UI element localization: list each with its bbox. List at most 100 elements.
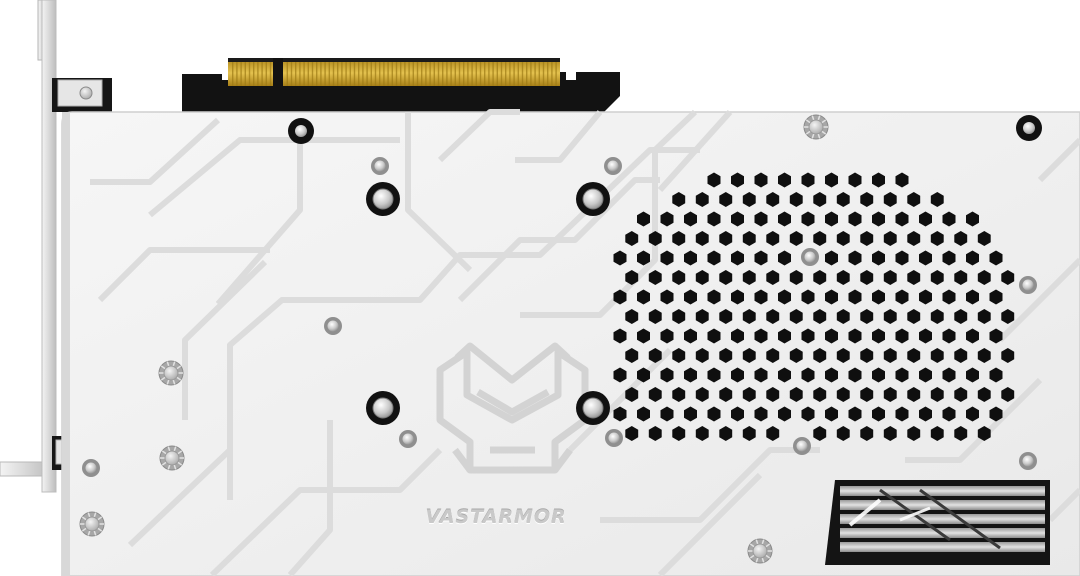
- vent-hole: [672, 348, 686, 363]
- vent-hole: [731, 406, 744, 422]
- gold-pin: [429, 62, 431, 86]
- gold-pin: [479, 62, 482, 86]
- vent-hole: [942, 211, 956, 227]
- vent-hole: [930, 309, 944, 324]
- vent-hole: [966, 211, 979, 227]
- gold-pin: [311, 62, 314, 86]
- vent-hole: [613, 367, 627, 383]
- vent-hole: [707, 211, 721, 227]
- vent-hole: [813, 426, 827, 441]
- vent-hole: [966, 367, 979, 383]
- vent-hole: [754, 250, 768, 266]
- vent-hole: [625, 309, 639, 324]
- gold-pin: [475, 62, 477, 86]
- armor-emblem: [436, 342, 589, 474]
- vent-hole: [813, 387, 827, 402]
- screw-head: [1022, 279, 1034, 291]
- vent-hole: [731, 211, 744, 227]
- vent-hole: [1001, 309, 1015, 324]
- vent-hole: [919, 328, 932, 344]
- vent-hole: [919, 406, 932, 422]
- vent-hole: [907, 348, 921, 363]
- standoff-screw: [158, 360, 184, 386]
- gold-pin: [555, 62, 557, 86]
- gold-pin: [492, 62, 494, 86]
- vent-hole: [695, 192, 709, 207]
- gold-pin: [257, 62, 259, 86]
- vent-hole: [848, 250, 862, 266]
- vent-hole: [860, 348, 874, 363]
- gold-pin: [345, 62, 347, 86]
- gold-pin: [416, 62, 419, 86]
- vent-hole: [860, 192, 874, 207]
- vent-hole: [625, 270, 639, 285]
- vent-hole: [754, 211, 768, 227]
- gold-pin: [349, 62, 351, 86]
- vent-hole: [801, 406, 815, 422]
- backplate-left-edge: [62, 112, 70, 576]
- vent-hole: [684, 406, 697, 422]
- vent-hole: [930, 270, 944, 285]
- gold-pin: [471, 62, 473, 86]
- gold-pin: [358, 62, 360, 86]
- vent-hole: [883, 231, 897, 246]
- gold-pin: [383, 62, 385, 86]
- vent-hole: [648, 309, 662, 324]
- gold-pin: [366, 62, 368, 86]
- gold-pin: [433, 62, 435, 86]
- vent-hole: [672, 387, 686, 402]
- gold-pin: [513, 62, 515, 86]
- vent-hole: [801, 172, 815, 188]
- vent-hole: [989, 289, 1003, 305]
- vent-hole: [684, 211, 697, 227]
- vent-hole: [672, 426, 686, 441]
- vent-hole: [801, 289, 815, 305]
- gold-pin: [484, 62, 486, 86]
- pcie-gold-fingers: [232, 62, 557, 86]
- vent-hole: [778, 406, 791, 422]
- vent-hole: [930, 192, 944, 207]
- vent-hole: [1001, 387, 1015, 402]
- gold-pin: [408, 62, 410, 86]
- gold-pin: [500, 62, 503, 86]
- gold-pin: [379, 62, 381, 86]
- vent-hole: [825, 211, 838, 227]
- vent-hole: [860, 231, 874, 246]
- gold-pin: [488, 62, 490, 86]
- vent-hole: [860, 270, 874, 285]
- vent-hole: [778, 172, 791, 188]
- vent-hole: [789, 348, 803, 363]
- gold-pin: [290, 62, 293, 86]
- vent-hole: [801, 367, 815, 383]
- gold-pin: [328, 62, 330, 86]
- vent-hole: [895, 328, 909, 344]
- vent-hole: [860, 309, 874, 324]
- vent-hole: [942, 406, 956, 422]
- vent-hole: [848, 211, 862, 227]
- vent-hole: [942, 250, 956, 266]
- vent-hole: [660, 328, 674, 344]
- gold-pin: [244, 62, 246, 86]
- vent-hole: [719, 426, 733, 441]
- vent-hole: [883, 426, 897, 441]
- vent-hole: [989, 328, 1003, 344]
- vent-hole: [660, 211, 674, 227]
- vent-hole: [766, 309, 780, 324]
- gold-pin: [542, 62, 545, 86]
- gold-pin: [534, 62, 536, 86]
- vent-hole: [637, 250, 650, 266]
- gold-pin: [458, 62, 461, 86]
- vent-hole: [836, 192, 850, 207]
- vent-hole: [930, 426, 944, 441]
- vent-hole: [825, 328, 838, 344]
- vent-hole: [684, 250, 697, 266]
- vent-hole: [742, 426, 756, 441]
- vent-hole: [778, 250, 791, 266]
- gold-pin: [248, 62, 251, 86]
- vent-hole: [719, 270, 733, 285]
- gold-pin: [353, 62, 356, 86]
- vent-hole: [719, 309, 733, 324]
- vent-hole: [895, 406, 909, 422]
